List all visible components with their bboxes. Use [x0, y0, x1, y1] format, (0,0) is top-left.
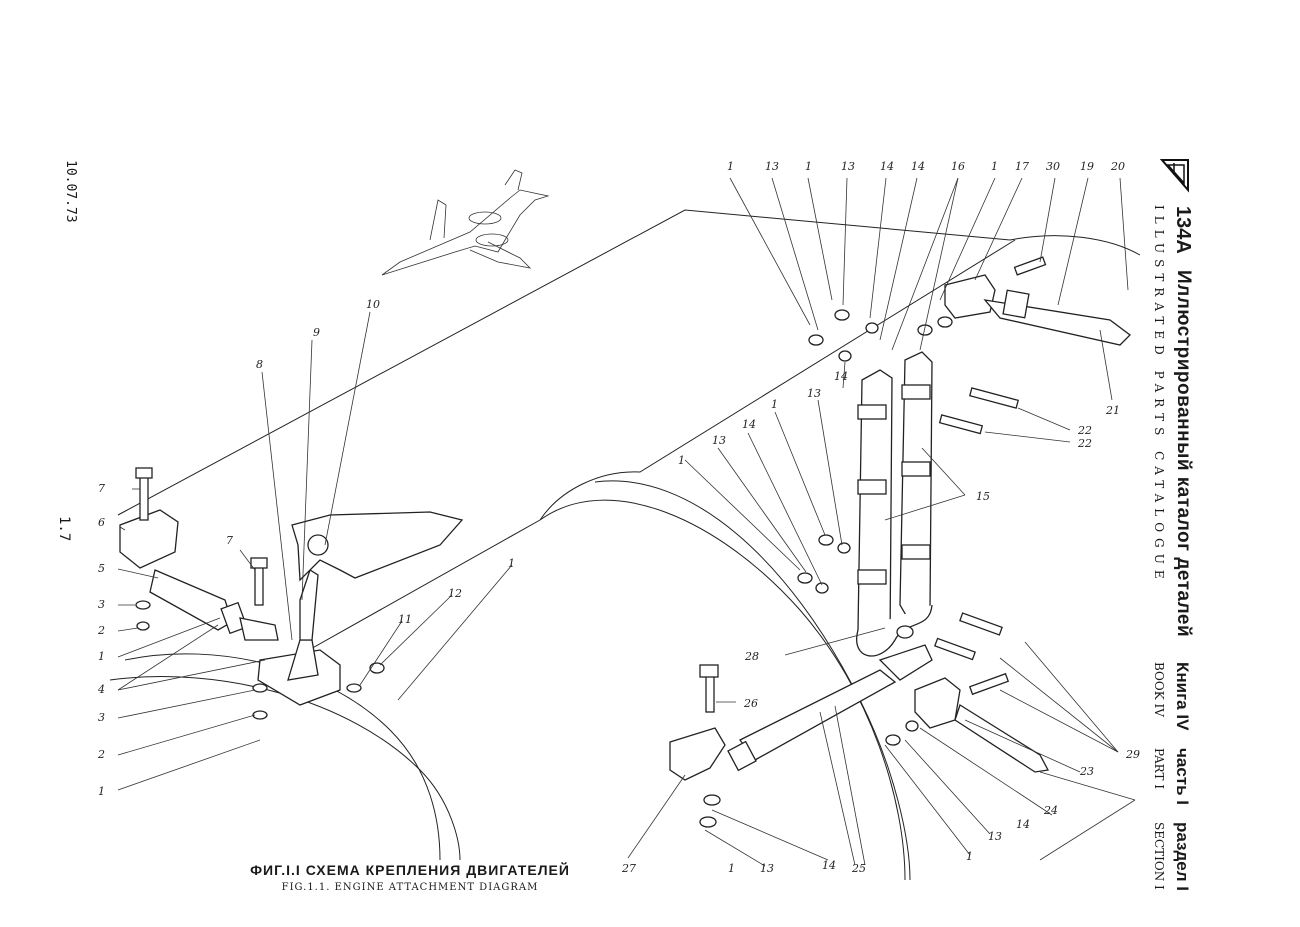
callout-label: 2 — [97, 624, 105, 637]
airplane-icon — [381, 169, 550, 276]
book-label-ru: Книга IV — [1173, 662, 1192, 731]
callout-label: 9 — [313, 326, 320, 339]
callout-label: 1 — [98, 650, 105, 663]
figure-caption-ru: ФИГ.I.I СХЕМА КРЕПЛЕНИЯ ДВИГАТЕЛЕЙ — [250, 862, 570, 878]
callout-label: 14 — [742, 418, 756, 431]
callout-label: 2 — [97, 748, 105, 761]
callout-numbers: 1 13 1 13 14 14 16 1 17 30 19 20 21 22 2… — [97, 160, 1140, 875]
callout-label: 11 — [398, 613, 412, 626]
callout-label: 24 — [1043, 804, 1058, 817]
callout-label: 8 — [256, 358, 263, 371]
callout-label: 14 — [1016, 818, 1030, 831]
callout-label: 7 — [98, 482, 105, 495]
callout-label: 25 — [851, 862, 866, 875]
callout-label: 29 — [1125, 748, 1140, 761]
callout-label: 14 — [834, 370, 848, 383]
callout-label: 16 — [951, 160, 965, 173]
part-label-ru: часть I — [1173, 748, 1192, 806]
callout-label: 10 — [366, 298, 380, 311]
callout-label: 13 — [841, 160, 855, 173]
callout-label: 1 — [805, 160, 812, 173]
section-label-en: SECTION I — [1152, 822, 1166, 890]
callout-label: 22 — [1077, 424, 1092, 437]
callout-label: 1 — [771, 398, 778, 411]
engine-nacelle-outline — [109, 209, 1141, 881]
catalog-title-en: ILLUSTRATED PARTS CATALOGUE — [1152, 205, 1166, 585]
part-label-en: PART I — [1152, 748, 1166, 790]
callout-label: 4 — [97, 683, 105, 696]
figure-caption-en: FIG.1.1. ENGINE ATTACHMENT DIAGRAM — [281, 882, 539, 893]
model-number: 134A — [1172, 206, 1194, 254]
leader-lines — [117, 177, 1136, 867]
callout-label: 15 — [976, 490, 990, 503]
callout-label: 6 — [98, 516, 105, 529]
callout-label: 21 — [1105, 404, 1120, 417]
callout-label: 1 — [966, 850, 973, 863]
callout-label: 1 — [678, 454, 685, 467]
callout-label: 14 — [822, 859, 836, 872]
callout-label: 1 — [728, 862, 735, 875]
callout-label: 22 — [1077, 437, 1092, 450]
callout-label: 1 — [727, 160, 734, 173]
callout-label: 28 — [744, 650, 759, 663]
callout-label: 13 — [765, 160, 779, 173]
callout-label: 13 — [988, 830, 1002, 843]
callout-label: 14 — [880, 160, 894, 173]
page-number: 1.7 — [56, 516, 72, 542]
callout-label: 1 — [508, 557, 515, 570]
catalog-title-ru: Иллюстрированный каталог деталей — [1173, 270, 1194, 638]
book-label-en: BOOK IV — [1152, 662, 1166, 717]
callout-label: 19 — [1080, 160, 1094, 173]
logo-icon — [1160, 159, 1189, 193]
lower-mount-assembly — [669, 612, 1050, 828]
margin-date: 10.07.73 — [63, 160, 78, 223]
callout-label: 13 — [807, 387, 821, 400]
callout-label: 27 — [621, 862, 636, 875]
vertical-strut-assembly — [797, 256, 1131, 657]
callout-label: 1 — [98, 785, 105, 798]
callout-label: 12 — [448, 587, 462, 600]
callout-label: 23 — [1079, 765, 1094, 778]
callout-label: 13 — [712, 434, 726, 447]
callout-label: 30 — [1046, 160, 1060, 173]
callout-label: 20 — [1110, 160, 1125, 173]
callout-label: 26 — [743, 697, 758, 710]
callout-label: 3 — [98, 711, 105, 724]
section-label-ru: раздел I — [1173, 822, 1192, 891]
callout-label: 1 — [991, 160, 998, 173]
callout-label: 7 — [226, 534, 233, 547]
callout-label: 5 — [98, 562, 105, 575]
callout-label: 3 — [98, 598, 105, 611]
callout-label: 17 — [1015, 160, 1029, 173]
left-mount-assembly — [119, 467, 464, 720]
callout-label: 14 — [911, 160, 925, 173]
callout-label: 13 — [760, 862, 774, 875]
